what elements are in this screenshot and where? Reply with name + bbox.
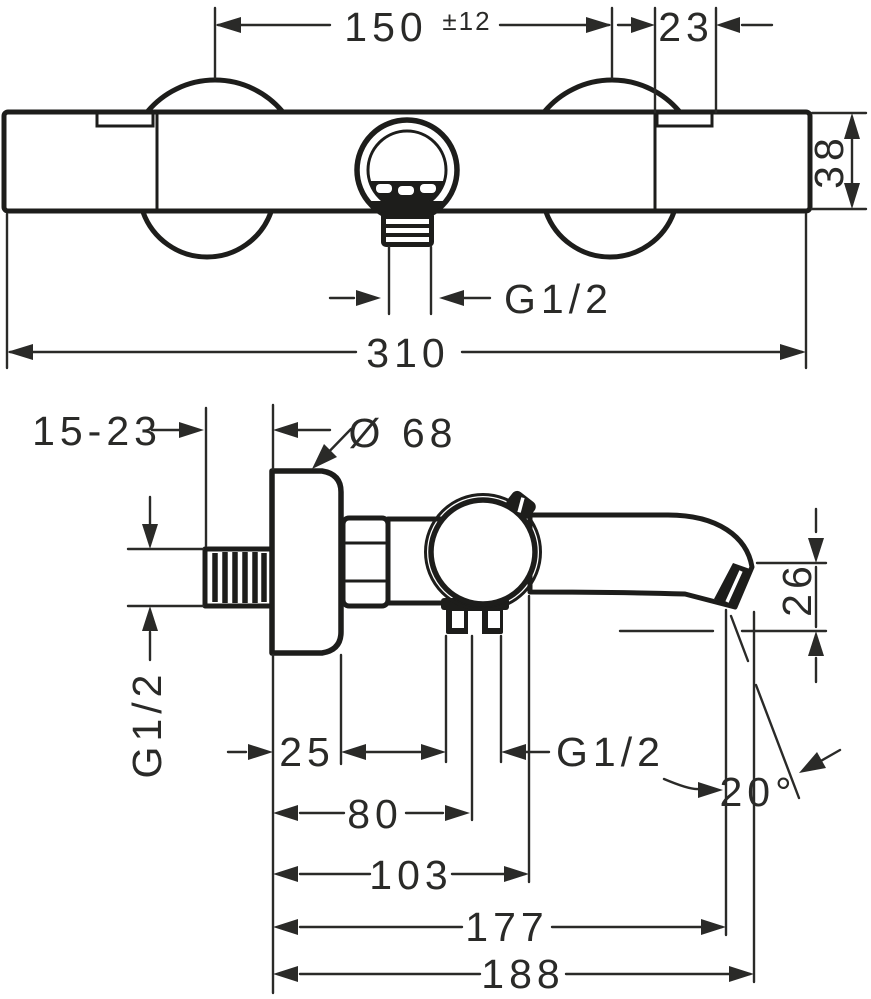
front-view (1, 77, 813, 260)
dim-label-80: 80 (347, 791, 403, 837)
dim-escutcheon-diameter: Ø 68 (312, 410, 458, 469)
thread-stripe (386, 228, 429, 233)
front-view-dimensions: 150 ±12 23 38 G1/2 (5, 4, 868, 376)
dim-label-177: 177 (465, 904, 548, 950)
dim-escutcheon-depth: 25 (226, 729, 446, 775)
dim-label-310: 310 (366, 330, 449, 376)
dim-overall-depth: 188 (273, 951, 754, 997)
dim-spout-angle: 20° (662, 748, 842, 815)
aerator-slit (725, 570, 743, 603)
dim-spout-drop: 26 (774, 507, 824, 684)
dim-label-tolerance: ±12 (442, 6, 491, 36)
hex-cell (452, 611, 464, 628)
dim-wall-clearance: 15-23 (32, 408, 332, 454)
thread-stripe (386, 219, 429, 224)
dim-offset: 23 (616, 4, 774, 50)
dim-label-38: 38 (806, 133, 852, 189)
dim-label-g12-outlet: G1/2 (556, 729, 665, 775)
handle-knob (428, 497, 538, 607)
dim-label-g12-inlet: G1/2 (124, 670, 170, 779)
spout (527, 512, 755, 610)
angle-ref-line (729, 614, 750, 663)
dim-spout-start-depth: 103 (273, 852, 529, 898)
bar-left-notch (95, 111, 155, 128)
escutcheon-side (269, 468, 344, 656)
dim-label-188: 188 (481, 951, 564, 997)
outlet-slot-1 (376, 184, 392, 193)
dim-label-26: 26 (774, 561, 820, 617)
nipple-thread-stripes (212, 552, 267, 603)
dim-label-g12-top: G1/2 (504, 276, 613, 322)
dim-label-d68: Ø 68 (349, 410, 458, 456)
right-union-dome (542, 77, 682, 114)
dim-pipe-spacing: 150 ±12 (215, 4, 612, 50)
dim-body-depth: 80 (273, 791, 470, 837)
left-union-lower-arc (140, 209, 274, 260)
outlet-slot-3 (420, 184, 436, 193)
dim-spout-tip-depth: 177 (273, 904, 726, 950)
side-view-dimensions: 15-23 Ø 68 G1/2 25 G1 (32, 403, 842, 997)
dim-overall-width: 310 (7, 330, 806, 376)
handle-grip-tab (506, 490, 536, 520)
dim-label-25: 25 (279, 729, 335, 775)
hex-cell (488, 611, 500, 628)
left-union-dome (145, 77, 285, 114)
thread-stripe (386, 237, 429, 242)
angle-ref-line (754, 683, 801, 800)
outlet-slot-2 (398, 186, 414, 195)
dim-outlet-thread: G1/2 (501, 729, 665, 775)
side-view (202, 468, 755, 656)
dim-label-15-23: 15-23 (32, 408, 162, 454)
bar-right-notch (655, 111, 714, 128)
hex-cell (468, 611, 482, 634)
union-nut (340, 515, 391, 609)
dim-inlet-thread: G1/2 (124, 495, 170, 779)
right-union-lower-arc (543, 209, 677, 260)
dim-label-23: 23 (658, 4, 714, 50)
dim-shower-connection: G1/2 (328, 276, 613, 322)
dim-label-103: 103 (369, 852, 452, 898)
dim-body-height: 38 (806, 113, 860, 209)
handle-rosette (424, 493, 542, 611)
dim-label-20deg: 20° (719, 769, 796, 815)
dim-label-150: 150 (344, 4, 427, 50)
